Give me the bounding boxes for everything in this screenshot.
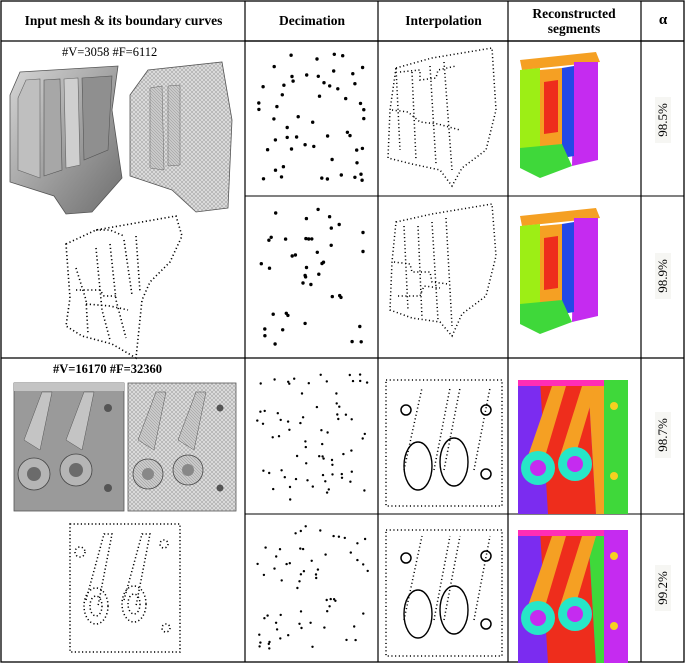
header-alpha: α xyxy=(658,12,668,28)
decimation-points-row-1 xyxy=(257,52,366,182)
segments-row-4 xyxy=(518,530,628,663)
model-1-wireframe-mesh xyxy=(129,61,233,213)
header-decimation: Decimation xyxy=(279,13,345,28)
segments-row-1 xyxy=(520,52,600,178)
model-2-wireframe-mesh xyxy=(127,382,237,512)
model-1-shaded-mesh xyxy=(9,65,123,215)
segments-row-3 xyxy=(518,380,628,514)
interpolation-row-3 xyxy=(385,379,503,507)
interpolation-row-4 xyxy=(385,529,503,657)
model-1-boundary-curves xyxy=(65,215,183,360)
header-interpolation: Interpolation xyxy=(405,13,482,28)
header-reconstructed-segments: Reconstructed segments xyxy=(532,5,616,36)
model-2-shaded-mesh xyxy=(13,382,125,512)
model-2-boundary-curves xyxy=(69,523,181,653)
decimation-points-row-3 xyxy=(256,373,369,501)
decimation-points-row-4 xyxy=(256,525,369,650)
decimation-points-row-2 xyxy=(259,207,365,346)
interpolation-row-1 xyxy=(387,47,497,188)
header-input-mesh: Input mesh & its boundary curves xyxy=(24,13,223,28)
segments-row-2 xyxy=(520,208,600,334)
model-2-caption: #V=16170 #F=32360 xyxy=(53,362,163,376)
interpolation-row-2 xyxy=(389,203,497,338)
model-1-caption: #V=3058 #F=6112 xyxy=(62,45,158,59)
